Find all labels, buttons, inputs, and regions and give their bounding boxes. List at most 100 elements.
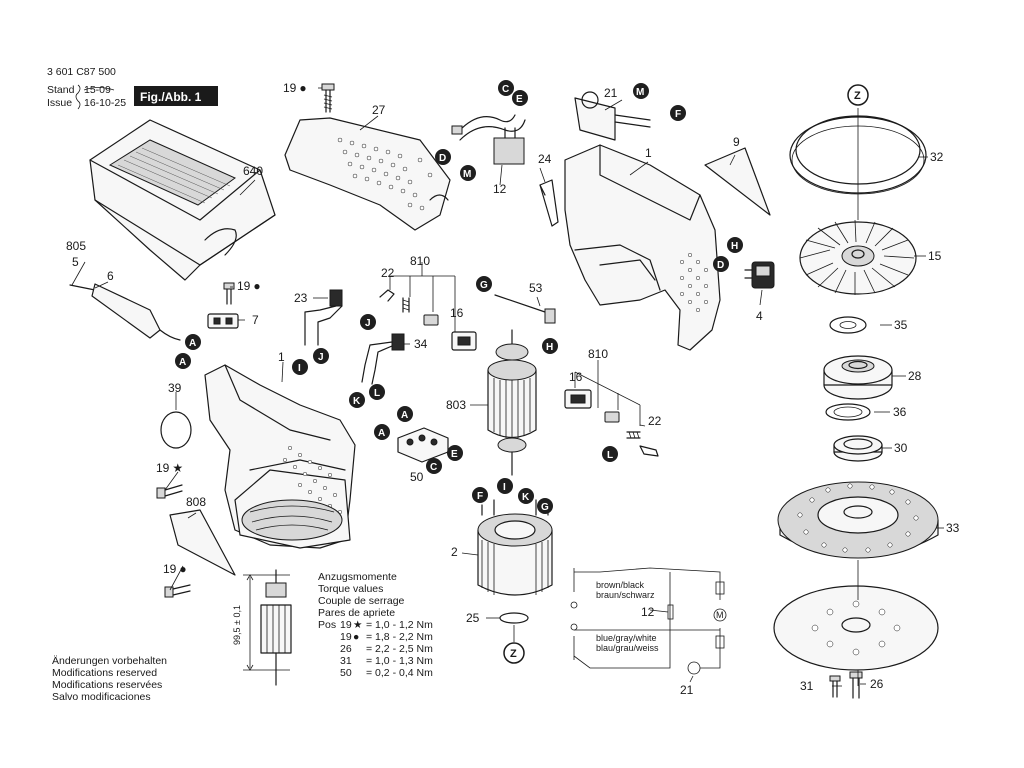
callout-2: 2	[451, 545, 458, 559]
tag-j-2: J	[360, 314, 376, 330]
carbon-brush-23	[304, 289, 343, 346]
armature-dimension-drawing: 99,5 ± 0,1	[232, 569, 292, 686]
clip-22a	[379, 289, 395, 302]
figure-label-box	[134, 86, 218, 106]
callout-1-right: 1	[645, 146, 652, 160]
top-cover-27	[284, 117, 451, 231]
callout-26: 26	[870, 677, 884, 691]
callout-35: 35	[894, 318, 908, 332]
svg-text:M: M	[636, 87, 644, 98]
tag-l-2: L	[602, 446, 618, 462]
callout-16-left: 16	[450, 306, 464, 320]
torque-title-fr: Couple de serrage	[318, 595, 405, 607]
callout-32: 32	[930, 150, 944, 164]
sanding-pad-33	[777, 481, 939, 559]
tag-g-1: G	[476, 276, 492, 292]
tag-f-1: F	[670, 105, 686, 121]
torque-row-4-value: = 1,0 - 1,3 Nm	[366, 655, 433, 667]
field-coil-2	[477, 499, 553, 596]
callout-7: 7	[252, 313, 259, 327]
torque-title-es: Pares de apriete	[318, 607, 395, 619]
callout-16-right: 16	[569, 370, 583, 384]
tag-l-1: L	[369, 384, 385, 400]
svg-text:F: F	[477, 491, 483, 502]
brush-holder-16b	[564, 389, 592, 409]
callout-28: 28	[908, 369, 922, 383]
tag-k-1: K	[349, 392, 365, 408]
footer-line-es: Salvo modificaciones	[52, 691, 151, 703]
figure-label: Fig./Abb. 1	[140, 90, 202, 104]
stand-label: Stand	[47, 84, 75, 96]
brush-cable-53	[494, 294, 556, 324]
wire-color-bottom-de: blau/grau/weiss	[596, 643, 659, 653]
tag-d-2: D	[713, 256, 729, 272]
callout-21-wiring: 21	[680, 683, 694, 697]
bearing-housing-28	[823, 355, 893, 400]
ring-36	[825, 403, 871, 421]
svg-text:J: J	[318, 352, 324, 363]
callout-36: 36	[893, 405, 907, 419]
motor-symbol: M	[716, 610, 724, 620]
tag-c-1: C	[426, 458, 442, 474]
screw-19-star	[156, 484, 183, 499]
tag-f-2: F	[472, 487, 488, 503]
retaining-ring-25	[499, 612, 529, 624]
svg-text:A: A	[179, 357, 186, 368]
svg-text:E: E	[451, 449, 458, 460]
stand-value: 15-09	[84, 84, 111, 96]
screw-19-bottom	[164, 584, 191, 598]
wiring-diagram: M brown/black braun/schwarz blue/gray/wh…	[570, 567, 727, 675]
callout-53: 53	[529, 281, 543, 295]
switch-21	[574, 91, 651, 141]
issue-value: 16-10-25	[84, 97, 126, 109]
z-marker-bottom: Z	[503, 642, 525, 664]
svg-text:Z: Z	[510, 648, 517, 660]
svg-text:C: C	[430, 462, 437, 473]
issue-label: Issue	[47, 97, 72, 109]
brush-holder-7	[207, 313, 239, 329]
torque-row-5-value: = 0,2 - 0,4 Nm	[366, 667, 433, 679]
torque-row-3-pos: 26	[340, 643, 352, 655]
svg-text:I: I	[503, 482, 506, 493]
callout-19-bottom: 19●	[163, 562, 187, 576]
callout-5: 5	[72, 255, 79, 269]
callout-19-star: 19★	[156, 461, 183, 475]
torque-row-5-pos: 50	[340, 667, 352, 679]
callout-21-switch: 21	[604, 86, 618, 100]
svg-text:H: H	[731, 241, 738, 252]
dust-box-640	[89, 119, 276, 281]
svg-text:D: D	[439, 153, 446, 164]
armature-803	[487, 329, 537, 476]
tag-g-2: G	[537, 498, 553, 514]
tag-d-1: D	[435, 149, 451, 165]
callout-9: 9	[733, 135, 740, 149]
callout-803: 803	[446, 398, 466, 412]
screw-31	[829, 675, 841, 698]
tag-h-1: H	[727, 237, 743, 253]
svg-text:G: G	[541, 502, 549, 513]
svg-text:Z: Z	[854, 90, 861, 102]
svg-text:A: A	[189, 338, 196, 349]
wire-color-bottom-en: blue/gray/white	[596, 633, 657, 643]
svg-text:D: D	[717, 260, 724, 271]
header-block: 3 601 C87 500 Stand Issue 15-09 16-10-25…	[47, 66, 218, 110]
holder-24	[539, 179, 559, 227]
svg-text:G: G	[480, 280, 488, 291]
capacitor-cable-12	[451, 114, 526, 165]
callout-39: 39	[168, 381, 182, 395]
torque-row-1-sym: ★	[353, 619, 363, 631]
torque-row-1-pos: 19	[340, 619, 352, 631]
svg-text:K: K	[522, 492, 530, 503]
tag-c-2: C	[498, 80, 514, 96]
tag-i-2: I	[497, 478, 513, 494]
torque-row-4-pos: 31	[340, 655, 352, 667]
callout-1-left: 1	[278, 350, 285, 364]
footer-line-en: Modifications reserved	[52, 667, 157, 679]
callout-12-wiring: 12	[641, 605, 655, 619]
callout-numbers: 19● 27 640 805 5 6 19● 7 23 1 22 810 16 …	[66, 81, 960, 697]
part-number: 3 601 C87 500	[47, 66, 116, 78]
stand-strike	[83, 87, 115, 91]
footer-line-de: Änderungen vorbehalten	[52, 655, 167, 667]
washer-35	[829, 316, 867, 334]
carbon-brush-34	[361, 333, 405, 385]
